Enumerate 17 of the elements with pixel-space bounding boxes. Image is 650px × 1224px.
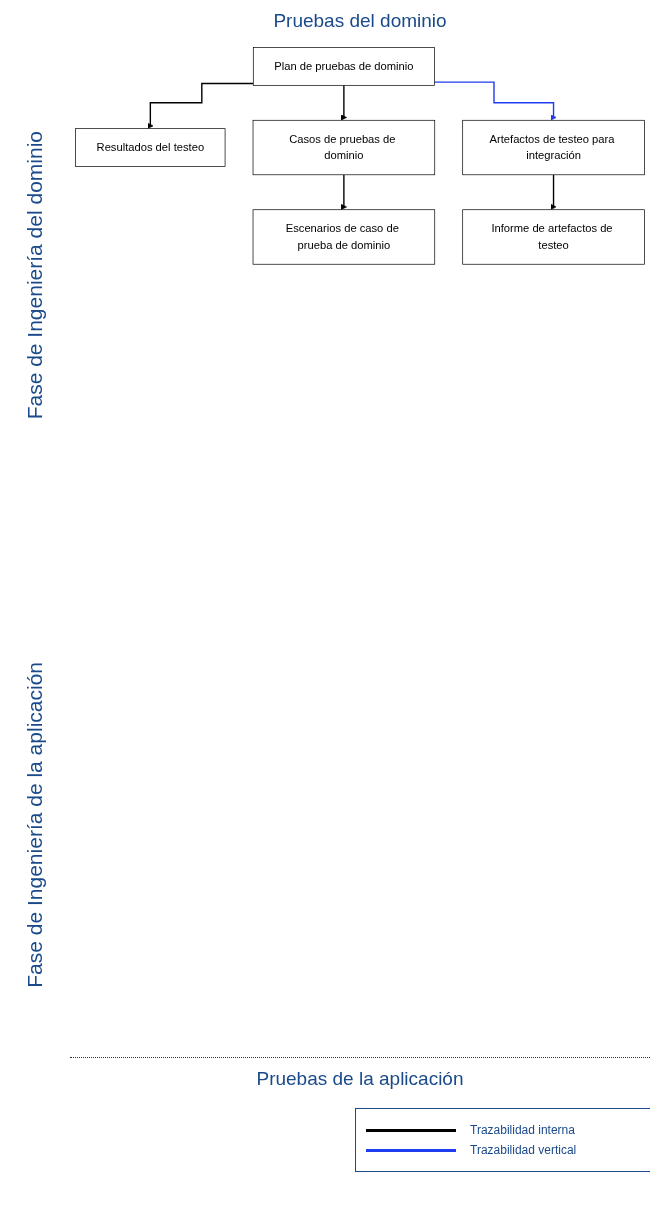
arrow	[550, 174, 557, 210]
arrow	[147, 82, 254, 129]
arrow	[433, 81, 557, 121]
section-heading: Pruebas de la aplicación	[256, 1068, 464, 1090]
node-box: Informe de artefactos de testeo	[462, 209, 645, 265]
arrow	[340, 174, 347, 210]
arrow	[340, 84, 347, 121]
section-heading: Pruebas del dominio	[273, 10, 447, 32]
node-box: Plan de pruebas de dominio	[252, 47, 435, 86]
node-box: Casos de pruebas de dominio	[252, 119, 436, 176]
legend-text: Trazabilidad vertical	[470, 1143, 577, 1157]
phase-label: Fase de Ingeniería de la aplicación	[23, 662, 47, 988]
phase-label: Fase de Ingeniería del dominio	[23, 130, 47, 420]
node-box: Resultados del testeo	[75, 128, 226, 167]
node-box: Artefactos de testeo para integración	[462, 119, 645, 176]
legend-text: Trazabilidad interna	[470, 1123, 575, 1137]
node-box: Escenarios de caso de prueba de dominio	[252, 209, 436, 265]
